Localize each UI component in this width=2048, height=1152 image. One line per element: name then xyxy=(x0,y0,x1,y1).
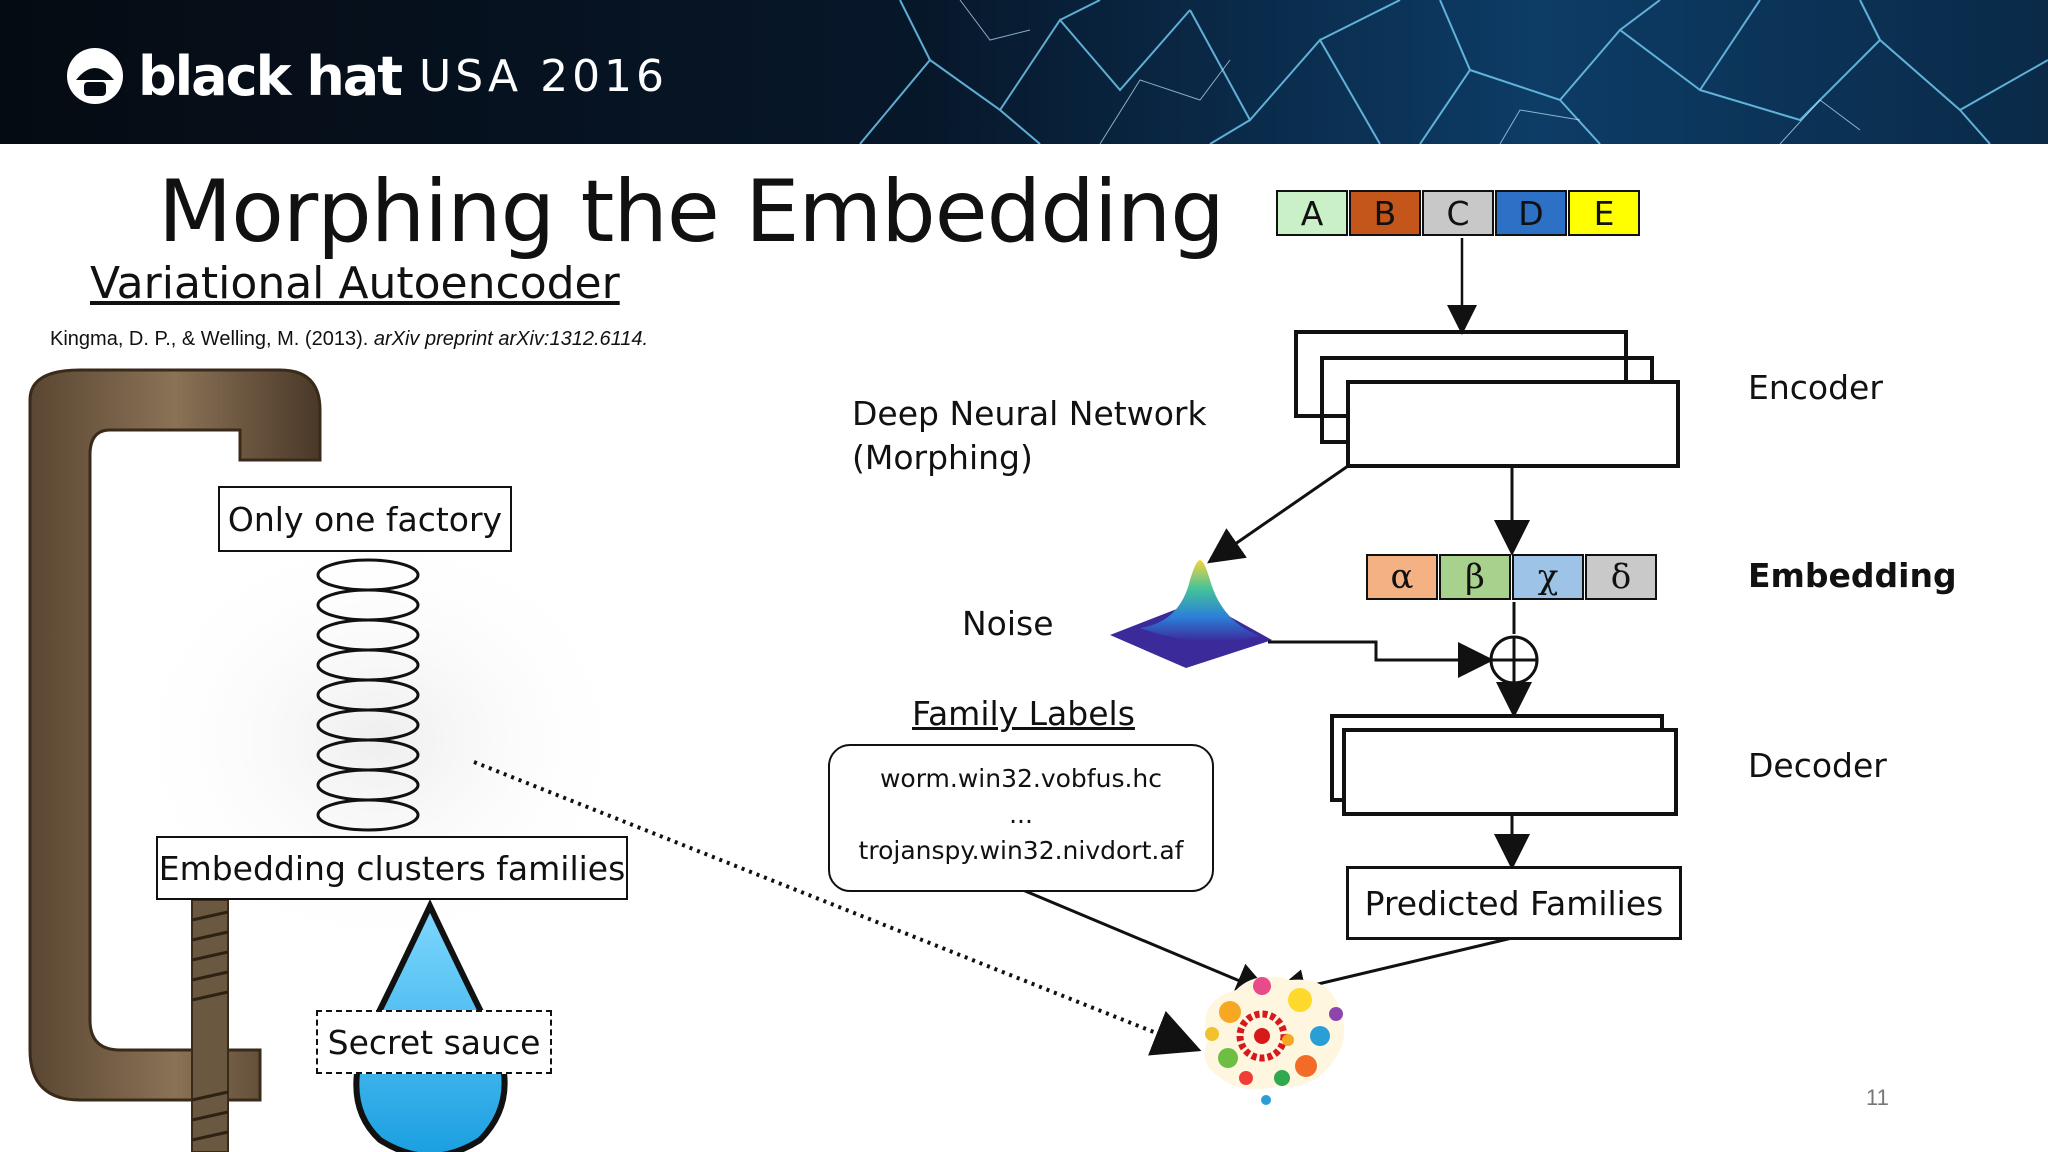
embedding-label: Embedding xyxy=(1748,556,1957,595)
embedding-cell-beta: β xyxy=(1439,554,1511,600)
predicted-families-box: Predicted Families xyxy=(1346,866,1682,940)
noise-label: Noise xyxy=(962,604,1054,643)
clamp-frame-icon xyxy=(28,368,322,1102)
hat-logo-icon xyxy=(67,48,123,104)
page-number: 11 xyxy=(1866,1085,1889,1110)
input-cell-b: B xyxy=(1349,190,1421,236)
decoder-layer-2 xyxy=(1342,728,1678,816)
family-label-item: worm.win32.vobfus.hc xyxy=(879,764,1163,793)
family-label-ellipsis: ... xyxy=(1009,800,1033,829)
family-labels-title: Family Labels xyxy=(912,694,1135,733)
header-banner: black hat USA 2016 xyxy=(0,0,2048,144)
decoder-layer-1 xyxy=(1330,714,1664,802)
dnn-label-line1: Deep Neural Network xyxy=(852,394,1207,433)
slide-subtitle: Variational Autoencoder xyxy=(90,258,620,309)
secret-sauce-label: Secret sauce xyxy=(316,1010,552,1074)
gaussian-noise-icon xyxy=(1140,560,1260,642)
slide-title: Morphing the Embedding xyxy=(158,162,1225,262)
blackhat-logo: black hat USA 2016 xyxy=(64,44,668,108)
clamp-screw-icon xyxy=(191,899,229,1152)
clusters-label: Embedding clusters families xyxy=(156,836,628,900)
family-label-item: trojanspy.win32.nivdort.af xyxy=(858,836,1184,865)
encoder-layer-2 xyxy=(1320,356,1654,444)
citation-authors: Kingma, D. P., & Welling, M. (2013). xyxy=(50,328,369,350)
shattered-glass-graphic xyxy=(0,0,2048,144)
citation: Kingma, D. P., & Welling, M. (2013). arX… xyxy=(50,328,648,351)
encoder-layer-1 xyxy=(1294,330,1628,418)
input-cell-d: D xyxy=(1495,190,1567,236)
event-name: USA 2016 xyxy=(419,50,669,102)
noise-base-icon xyxy=(1110,600,1272,668)
input-cell-c: C xyxy=(1422,190,1494,236)
sum-operator-icon xyxy=(1489,635,1539,685)
spring-icon xyxy=(316,558,420,832)
factory-label: Only one factory xyxy=(218,486,512,552)
encoder-layer-3 xyxy=(1346,380,1680,468)
dnn-label-line2: (Morphing) xyxy=(852,438,1033,477)
family-labels-box: worm.win32.vobfus.hc ... trojanspy.win32… xyxy=(828,744,1214,892)
input-cell-a: A xyxy=(1276,190,1348,236)
embedding-cell-chi: χ xyxy=(1512,554,1584,600)
decoder-label: Decoder xyxy=(1748,746,1887,785)
encoder-label: Encoder xyxy=(1748,368,1883,407)
embedding-cell-alpha: α xyxy=(1366,554,1438,600)
brand-name: black hat xyxy=(138,44,403,108)
embedding-cell-delta: δ xyxy=(1585,554,1657,600)
input-cell-e: E xyxy=(1568,190,1640,236)
citation-source: arXiv preprint arXiv:1312.6114. xyxy=(373,328,649,350)
brain-gears-icon xyxy=(1204,976,1345,1105)
